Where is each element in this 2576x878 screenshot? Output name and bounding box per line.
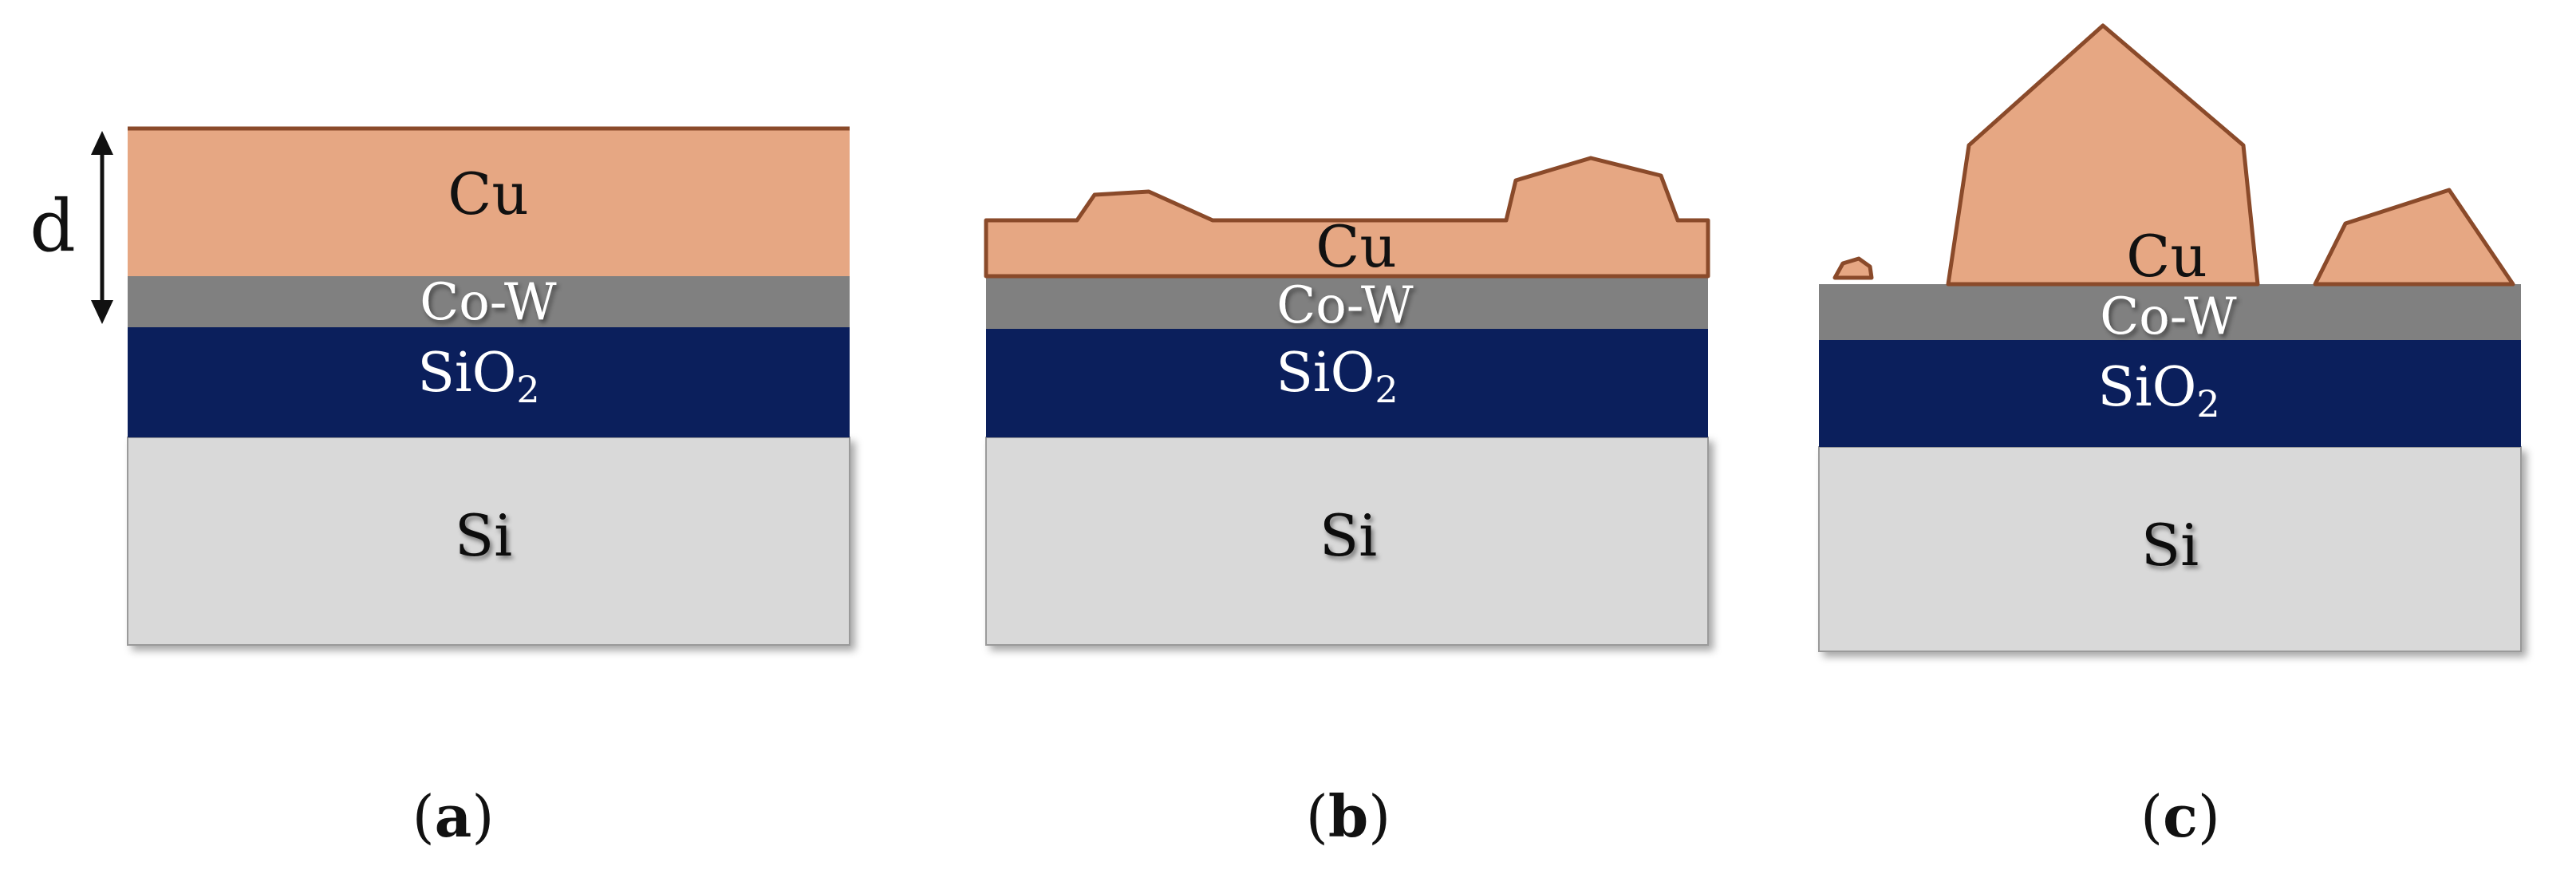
- sio2-subscript-a: 2: [516, 368, 539, 411]
- sio2-label-b: SiO2: [1276, 342, 1398, 411]
- cow-layer-c: [1819, 284, 2521, 340]
- panel-b: Cu Co-W SiO2 Si (b): [984, 156, 1710, 850]
- si-layer-a: [127, 437, 850, 646]
- cow-label-a: Co-W: [420, 273, 557, 332]
- dimension-arrow-top: [91, 131, 113, 155]
- si-layer-b: [985, 437, 1709, 646]
- sio2-label-a: SiO2: [417, 342, 539, 411]
- sio2-base-b: SiO: [1276, 342, 1375, 405]
- cu-label-c: Cu: [2126, 223, 2207, 290]
- panel-c: Cu Co-W SiO2 Si (c): [1818, 23, 2522, 850]
- cu-layer-a: [128, 128, 850, 276]
- cu-label-a: Cu: [448, 160, 528, 227]
- cu-label-b: Cu: [1316, 213, 1396, 280]
- si-label-c: Si: [2141, 512, 2199, 579]
- panel-a: Cu Co-W SiO2 Si d (a): [30, 126, 850, 850]
- sio2-subscript-b: 2: [1375, 368, 1398, 411]
- cow-label-c: Co-W: [2100, 287, 2237, 346]
- sio2-layer-b: [986, 329, 1708, 437]
- cow-layer-a: [128, 276, 850, 327]
- caption-b: (b): [1306, 782, 1391, 850]
- cu-grain-large-c: [1946, 23, 2260, 287]
- cu-grain-small-c: [1832, 256, 1874, 280]
- cu-grain-right-c: [2313, 188, 2515, 287]
- dimension-arrow-bottom: [91, 300, 113, 324]
- cow-layer-b: [986, 276, 1708, 329]
- sio2-base-a: SiO: [417, 342, 516, 405]
- thickness-dimension: d: [30, 131, 113, 324]
- si-label-a: Si: [455, 502, 512, 569]
- sio2-base-c: SiO: [2097, 356, 2196, 419]
- caption-c: (c): [2140, 782, 2220, 850]
- sio2-label-c: SiO2: [2097, 356, 2219, 425]
- sio2-layer-a: [128, 327, 850, 437]
- cow-label-b: Co-W: [1276, 276, 1414, 335]
- sio2-subscript-c: 2: [2196, 382, 2219, 425]
- cu-layer-b: [984, 156, 1710, 279]
- sio2-layer-c: [1819, 340, 2521, 447]
- si-layer-c: [1818, 446, 2522, 652]
- dimension-label: d: [30, 184, 76, 268]
- si-label-b: Si: [1320, 502, 1377, 569]
- caption-a: (a): [412, 782, 495, 850]
